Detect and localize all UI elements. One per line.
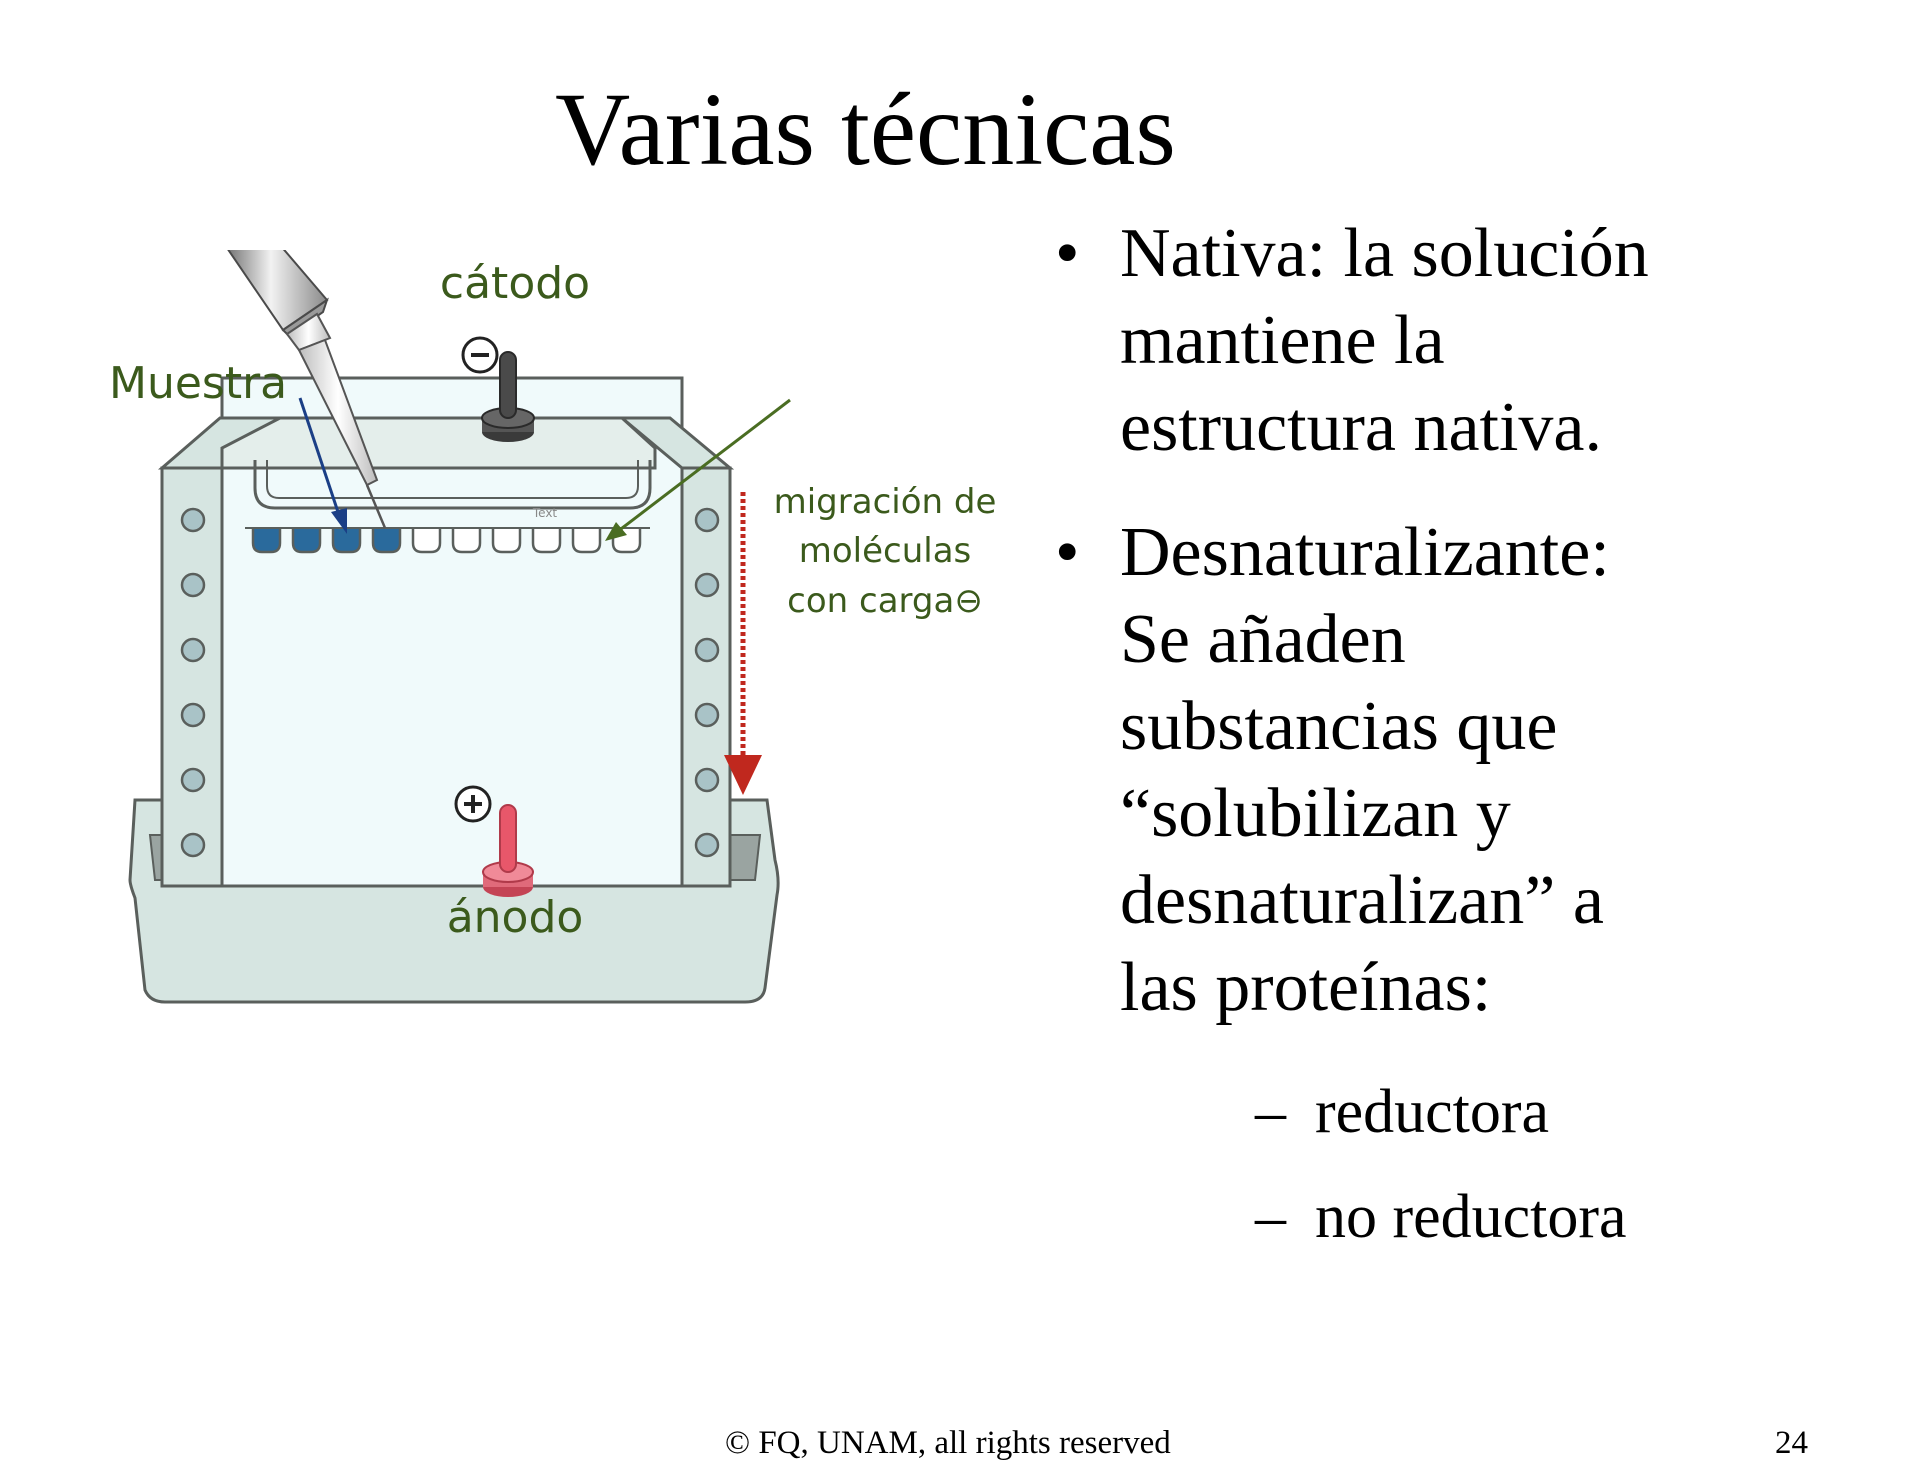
tiny-text-label: Text	[532, 506, 558, 520]
migration-label-line-3: con carga⊖	[787, 581, 983, 621]
copyright-text: © FQ, UNAM, all rights reserved	[725, 1425, 1171, 1461]
migration-label-line-2: moléculas	[799, 531, 972, 571]
screws	[180, 507, 720, 858]
bullet-marker: •	[1055, 514, 1080, 591]
sample-arrow	[298, 397, 347, 534]
bullet-line: Se añaden	[1120, 601, 1406, 678]
reservoir-channel	[253, 460, 652, 510]
bullet-line: desnaturalizan” a	[1120, 862, 1604, 939]
bullet-line: Desnaturalizante:	[1120, 514, 1610, 591]
bullet-line: estructura nativa.	[1120, 389, 1603, 466]
bullet-line: “solubilizan y	[1120, 775, 1511, 852]
pipette-icon	[227, 250, 387, 529]
migration-arrow	[724, 492, 762, 795]
subbullet-list: –reductora –no reductora	[1255, 1060, 1627, 1270]
subbullet-marker: –	[1255, 1183, 1286, 1251]
electrophoresis-diagram: Muestra cátodo ánodo Text migración de m…	[109, 250, 997, 1004]
bullet-list: • Nativa: la solución mantiene la estruc…	[1055, 210, 1875, 1069]
subbullet-text: reductora	[1315, 1078, 1550, 1146]
top-reservoir	[220, 416, 657, 470]
bullet-marker: •	[1055, 215, 1080, 292]
subbullet-no-reductora: –no reductora	[1255, 1165, 1627, 1270]
anode-label: ánodo	[447, 892, 584, 943]
cathode-symbol-icon	[461, 336, 499, 374]
migration-label-line-1: migración de	[774, 482, 997, 522]
bullet-nativa: • Nativa: la solución mantiene la estruc…	[1055, 210, 1875, 471]
bullet-line: las proteínas:	[1120, 949, 1492, 1026]
cathode-label: cátodo	[440, 258, 590, 309]
anode-symbol-icon	[454, 785, 492, 823]
bullet-line: substancias que	[1120, 688, 1558, 765]
anode-post	[482, 804, 534, 897]
cathode-post	[481, 351, 535, 442]
left-frame	[160, 466, 224, 888]
sample-label: Muestra	[109, 358, 287, 409]
slide-title: Varias técnicas	[555, 72, 1176, 187]
page-number: 24	[1775, 1425, 1808, 1461]
bullet-line: Nativa: la solución	[1120, 215, 1649, 292]
bullet-desnaturalizante: • Desnaturalizante: Se añaden substancia…	[1055, 509, 1875, 1031]
right-frame	[680, 466, 732, 888]
subbullet-marker: –	[1255, 1078, 1286, 1146]
bullet-line: mantiene la	[1120, 302, 1445, 379]
subbullet-text: no reductora	[1315, 1183, 1627, 1251]
subbullet-reductora: –reductora	[1255, 1060, 1627, 1165]
pointer-arrow	[605, 398, 791, 541]
